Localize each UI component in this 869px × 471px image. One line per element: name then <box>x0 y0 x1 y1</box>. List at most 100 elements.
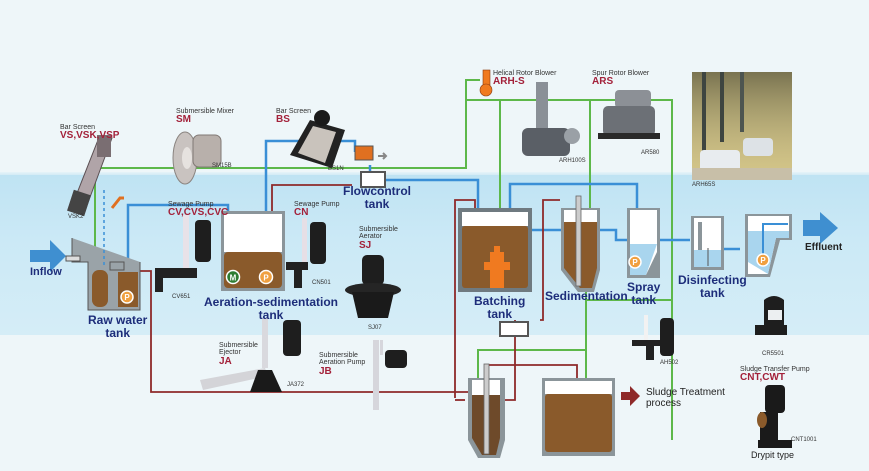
sludge-out-arrow-icon <box>621 386 640 406</box>
equipment-model: SJ07 <box>368 325 382 331</box>
equipment-code: VS,VSK,VSP <box>60 130 120 142</box>
equipment-category: Submersible Aeration Pump <box>319 352 366 367</box>
equipment-category: Sewage Pump <box>168 201 214 208</box>
effluent-label: Effluent <box>805 242 843 253</box>
water-line-to-batching <box>385 178 480 215</box>
svg-text:P: P <box>124 293 130 302</box>
equipment-category: Spur Rotor Blower <box>592 70 650 77</box>
equipment-code: JB <box>319 365 332 377</box>
equipment-model: CV651 <box>172 294 191 300</box>
equipment-model-ah502: AH502 <box>660 360 679 366</box>
equipment-sewage-pump-cn: Sewage Pump CN <box>294 201 340 219</box>
equipment-model: CNT1001 <box>791 437 817 443</box>
equipment-code: ARS <box>592 76 614 88</box>
equipment-submersible-ejector: Submersible Ejector JA <box>219 342 258 367</box>
level-switch-icon <box>110 196 124 209</box>
equipment-code: JA <box>219 355 232 367</box>
equipment-code: ARH-S <box>493 76 525 88</box>
drypit-type-label: Drypit type <box>751 450 795 460</box>
equipment-category: Submersible Aerator <box>359 226 398 241</box>
sedimentation-tank <box>561 195 600 292</box>
blower-room-photo <box>692 72 792 180</box>
equipment-category: Sewage Pump <box>294 201 340 208</box>
equipment-category: Submersible Ejector <box>219 342 258 357</box>
svg-text:P: P <box>760 256 766 265</box>
sludge-pump-ah502-image <box>632 315 674 360</box>
submersible-aerator-sj07-image <box>345 255 401 318</box>
sludge-line-raw <box>132 270 470 393</box>
bar-screen-vsk2-image <box>67 135 113 217</box>
equipment-code: SJ <box>359 239 372 251</box>
pump-badge-icon: P <box>628 255 642 269</box>
equipment-model: BS1N <box>328 166 344 172</box>
outflow-arrow-icon <box>378 152 388 160</box>
equipment-code: CNT,CWT <box>740 372 785 384</box>
equipment-code: SM <box>176 114 191 126</box>
inflow-arrow-icon <box>30 240 66 272</box>
effluent-arrow-icon <box>803 212 838 244</box>
spray-tank-label: Spray tank <box>627 280 661 307</box>
equipment-submersible-aeration-pump: Submersible Aeration Pump JB <box>319 352 365 377</box>
equipment-submersible-aerator: Submersible Aerator SJ <box>359 226 398 251</box>
equipment-model-blower-room: ARH65S <box>692 182 716 188</box>
equipment-sewage-pump-cv: Sewage Pump CV,CVS,CVC <box>168 201 228 219</box>
equipment-model: JA372 <box>287 382 305 388</box>
equipment-bar-screen-vs: Bar Screen VS,VSK,VSP <box>60 124 119 142</box>
svg-text:P: P <box>263 274 269 283</box>
flowcontrol-tank-label: Flowcontrol tank <box>343 184 411 211</box>
sludge-transfer-pump-cnt1001-image <box>757 385 792 448</box>
sludge-line-to-storage <box>485 364 578 383</box>
sedimentation-tank-label: Sedimentation <box>545 289 628 303</box>
svg-text:M: M <box>230 274 237 283</box>
equipment-model: AR580 <box>641 150 660 156</box>
equipment-submersible-mixer: Submersible Mixer SM <box>176 108 234 126</box>
submersible-ejector-ja372-image <box>200 318 301 392</box>
sewage-pump-cv651-image <box>155 215 211 292</box>
sludge-line-aeration <box>271 184 352 222</box>
submersible-aeration-pump-image <box>373 340 407 410</box>
water-line-to-spray <box>598 228 630 242</box>
bar-screen-bs1n-image <box>290 110 345 168</box>
batching-tank-label: Batching tank <box>474 294 526 321</box>
equipment-category: Bar Screen <box>276 108 312 115</box>
sewage-pump-cn501-image <box>286 218 326 288</box>
equipment-code: CV,CVS,CVC <box>168 207 229 219</box>
disinfecting-tank-label: Disinfecting tank <box>678 273 747 300</box>
sludge-treatment-label: Sludge Treatment process <box>646 387 725 409</box>
flowcontrol-tank-box <box>360 171 386 188</box>
pump-badge-icon: P <box>120 290 134 304</box>
equipment-sludge-transfer-pump: Sludge Transfer Pump CNT,CWT <box>740 366 810 384</box>
pump-badge-icon: P <box>756 253 770 267</box>
equipment-code: BS <box>276 114 290 126</box>
equipment-bar-screen-bs: Bar Screen BS <box>276 108 311 126</box>
barscreen-chute-icon <box>354 145 374 161</box>
equipment-images <box>67 72 792 448</box>
equipment-code: CN <box>294 207 309 219</box>
raw-water-tank-label: Raw water tank <box>88 313 148 340</box>
equipment-category: Submersible Mixer <box>176 108 234 115</box>
disinfecting-tank <box>691 216 724 270</box>
batching-tank <box>458 208 532 292</box>
equipment-model: VSK2 <box>68 214 84 220</box>
blower-symbol-icon <box>479 69 493 97</box>
equipment-model-cr5501: CR5501 <box>762 351 785 357</box>
equipment-helical-rotor-blower: Helical Rotor Blower ARH-S <box>493 70 556 88</box>
equipment-category: Bar Screen <box>60 124 96 131</box>
submersible-mixer-image <box>172 131 222 185</box>
sludge-thickener-tank <box>468 363 505 458</box>
equipment-model: ARH100S <box>559 158 586 164</box>
sludge-line-sedimentation <box>540 199 560 321</box>
sludge-box <box>499 321 529 337</box>
pump-badge-icon: P <box>258 269 274 285</box>
spur-rotor-blower-image <box>598 90 660 139</box>
equipment-category: Sludge Transfer Pump <box>740 366 810 373</box>
sludge-line-batching-loop <box>454 199 476 398</box>
helical-rotor-blower-image <box>522 82 580 156</box>
final-discharge-tank <box>745 214 792 277</box>
air-line-main <box>94 79 480 265</box>
equipment-spur-rotor-blower: Spur Rotor Blower ARS <box>592 70 649 88</box>
pump-cr5501-image <box>755 296 787 335</box>
sludge-storage-tank <box>542 378 615 456</box>
aerator-icon <box>484 246 510 288</box>
